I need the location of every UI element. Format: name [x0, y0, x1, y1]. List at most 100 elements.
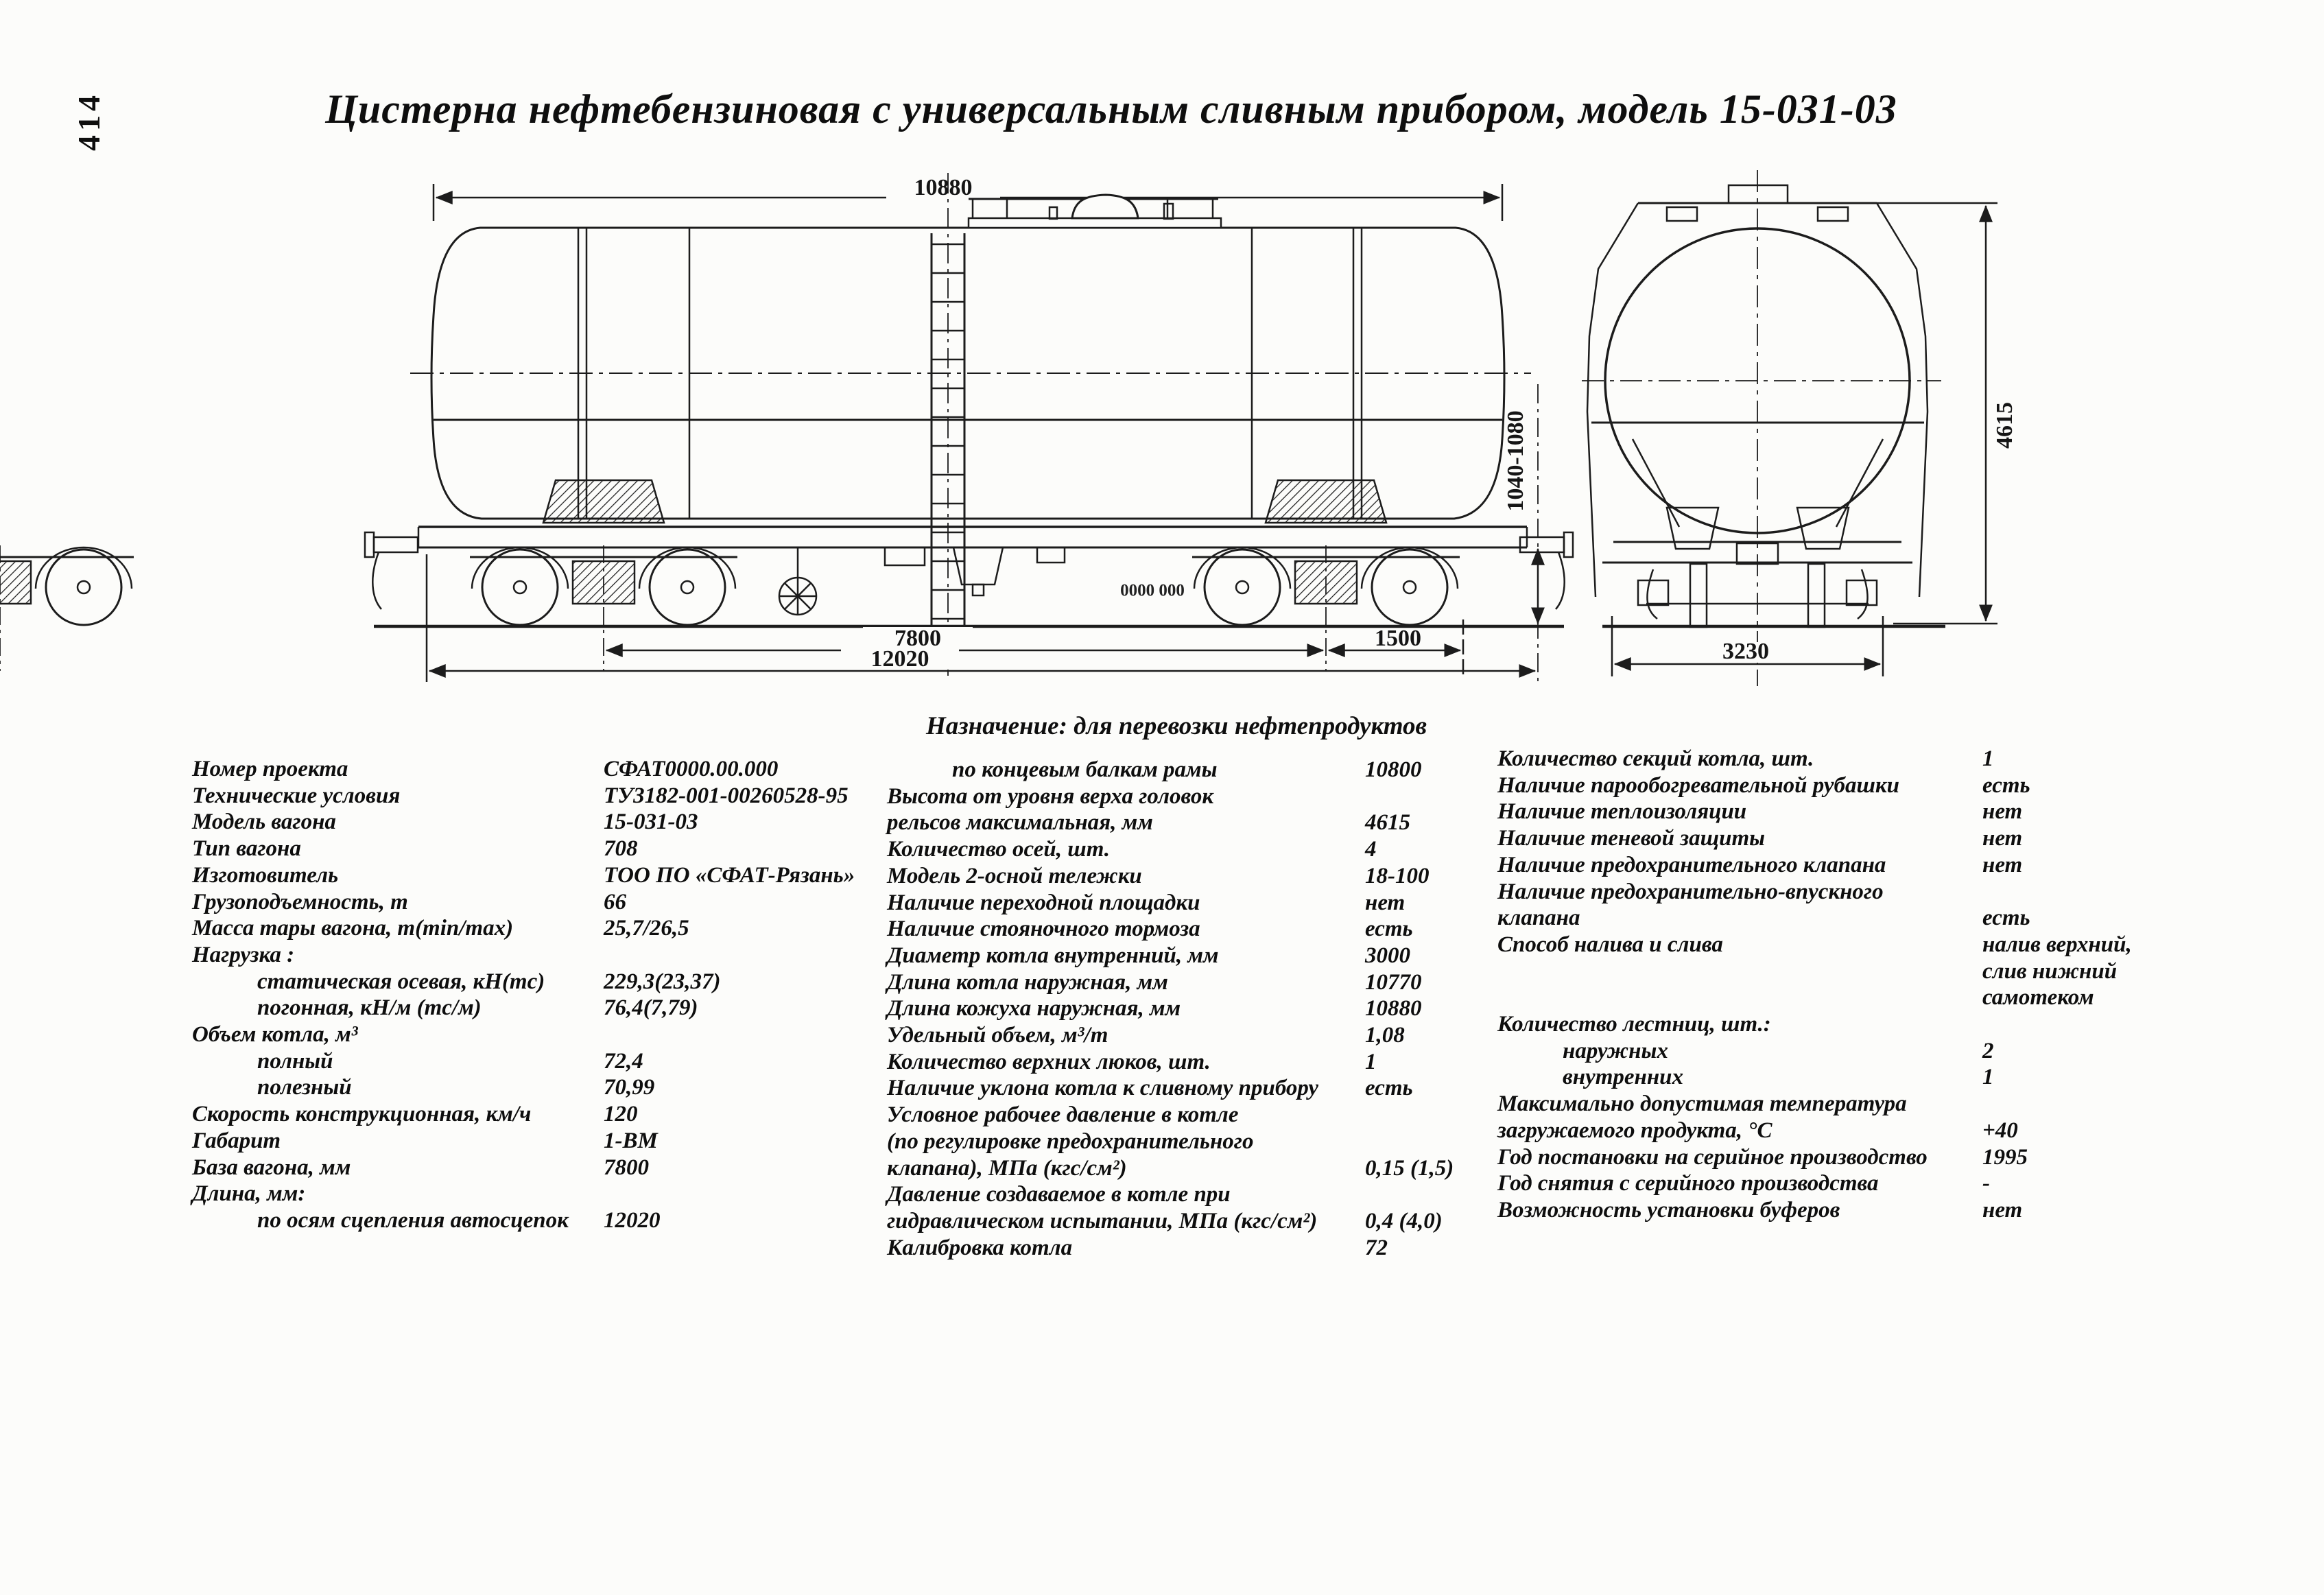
spec-row: Длина, мм: [192, 1181, 974, 1207]
spec-label: Технические условия [192, 783, 401, 808]
spec-value: 70,99 [604, 1075, 655, 1100]
spec-row: Наличие предохранительно-впускного [1497, 879, 2279, 906]
spec-label: наружных [1563, 1039, 1668, 1063]
spec-label: Длина котла наружная, мм [887, 970, 1168, 995]
spec-value: 72 [1365, 1236, 1388, 1260]
spec-label: статическая осевая, кН(тс) [257, 969, 545, 994]
spec-row: гидравлическом испытании, МПа (кгс/см²)0… [887, 1208, 1669, 1235]
spec-row: Объем котла, м³ [192, 1021, 974, 1048]
spec-value: есть [1365, 1076, 1413, 1100]
spec-label: гидравлическом испытании, МПа (кгс/см²) [887, 1209, 1318, 1233]
spec-label: Наличие предохранительно-впускного [1497, 879, 1884, 904]
spec-value: 18-100 [1365, 864, 1430, 888]
spec-value: 15-031-03 [604, 810, 698, 834]
spec-value: 1 [1982, 746, 1994, 771]
dim-coupler-height-label: 1040-1080 [1503, 410, 1528, 511]
spec-label: Способ налива и слива [1497, 932, 1723, 957]
spec-value: нет [1982, 799, 2023, 824]
spec-label: Тип вагона [192, 836, 301, 861]
dim-cover-length-label: 10880 [914, 175, 973, 200]
spec-row: Длина кожуха наружная, мм 10880 [887, 995, 1669, 1022]
spec-row: самотеком [1497, 984, 2279, 1011]
spec-value: 4 [1365, 837, 1377, 862]
spec-label: погонная, кН/м (тс/м) [257, 995, 482, 1020]
spec-row: слив нижний [1497, 958, 2279, 985]
bogie [0, 545, 134, 671]
spec-value: 76,4(7,79) [604, 995, 698, 1020]
spec-label: (по регулировке предохранительного [887, 1129, 1254, 1154]
spec-label: Год постановки на серийное производство [1497, 1145, 1928, 1170]
spec-label: Наличие парообогревательной рубашки [1497, 773, 1900, 798]
spec-label: полный [257, 1049, 333, 1074]
spec-row: по концевым балкам рамы 10800 [887, 757, 1669, 783]
spec-row: Количество верхних люков, шт.1 [887, 1049, 1669, 1076]
spec-label: Давление создаваемое в котле при [887, 1182, 1231, 1207]
spec-label: Наличие теплоизоляции [1497, 799, 1747, 824]
spec-label: Калибровка котла [887, 1236, 1073, 1260]
spec-value: нет [1365, 890, 1406, 915]
spec-label: Нагрузка : [192, 943, 295, 967]
spec-row: Давление создаваемое в котле при [887, 1181, 1669, 1208]
spec-label: Модель вагона [192, 810, 336, 834]
spec-value: 72,4 [604, 1049, 643, 1074]
side-view [0, 173, 1574, 682]
spec-label: по концевым балкам рамы [952, 757, 1218, 782]
spec-value: 229,3(23,37) [604, 969, 721, 994]
spec-row: клапана), МПа (кгс/см²)0,15 (1,5) [887, 1155, 1669, 1182]
spec-value: 0,15 (1,5) [1365, 1156, 1454, 1181]
coupler-right [1519, 531, 1574, 610]
spec-row: Максимально допустимая температура [1497, 1091, 2279, 1118]
page-title: Цистерна нефтебензиновая с универсальным… [325, 86, 1897, 132]
spec-row: Количество лестниц, шт.: [1497, 1011, 2279, 1038]
brake-wheel [778, 547, 818, 616]
dim-height-label: 4615 [1992, 402, 2017, 449]
spec-value: - [1982, 1171, 1990, 1196]
dim-bogie-offset-label: 1500 [1375, 626, 1421, 651]
spec-label: Год снятия с серийного производства [1497, 1171, 1879, 1196]
coupler-left [364, 531, 419, 610]
spec-row: статическая осевая, кН(тс) 229,3(23,37) [192, 969, 974, 995]
spec-value: 10800 [1365, 757, 1422, 782]
dim-width-label: 3230 [1722, 639, 1769, 664]
spec-row: Условное рабочее давление в котле [887, 1102, 1669, 1129]
spec-row: Модель вагона 15-031-03 [192, 809, 974, 836]
spec-value: ТУ3182-001-00260528-95 [604, 783, 849, 808]
purpose-header: Назначение: для перевозки нефтепродуктов [925, 712, 1427, 740]
end-view [1582, 170, 1997, 686]
spec-row: Возможность установки буферов нет [1497, 1197, 2279, 1224]
spec-label: Длина кожуха наружная, мм [887, 996, 1181, 1021]
spec-label: Возможность установки буферов [1497, 1198, 1840, 1222]
spec-row: (по регулировке предохранительного [887, 1129, 1669, 1155]
spec-label: Диаметр котла внутренний, мм [887, 943, 1219, 968]
spec-label: Высота от уровня верха головок [887, 784, 1214, 809]
spec-value: ТОО ПО «СФАТ-Рязань» [604, 863, 855, 888]
spec-value: нет [1982, 1198, 2023, 1222]
spec-value: 708 [604, 836, 638, 861]
spec-label: Наличие переходной площадки [887, 890, 1200, 915]
spec-label: Скорость конструкционная, км/ч [192, 1102, 532, 1126]
spec-value: есть [1365, 917, 1413, 941]
spec-label: Грузоподъемность, т [192, 890, 408, 914]
spec-row: Количество осей, шт.4 [887, 836, 1669, 863]
spec-value: 10880 [1365, 996, 1422, 1021]
spec-row: погонная, кН/м (тс/м) 76,4(7,79) [192, 995, 974, 1021]
spec-row: Тип вагона 708 [192, 836, 974, 862]
